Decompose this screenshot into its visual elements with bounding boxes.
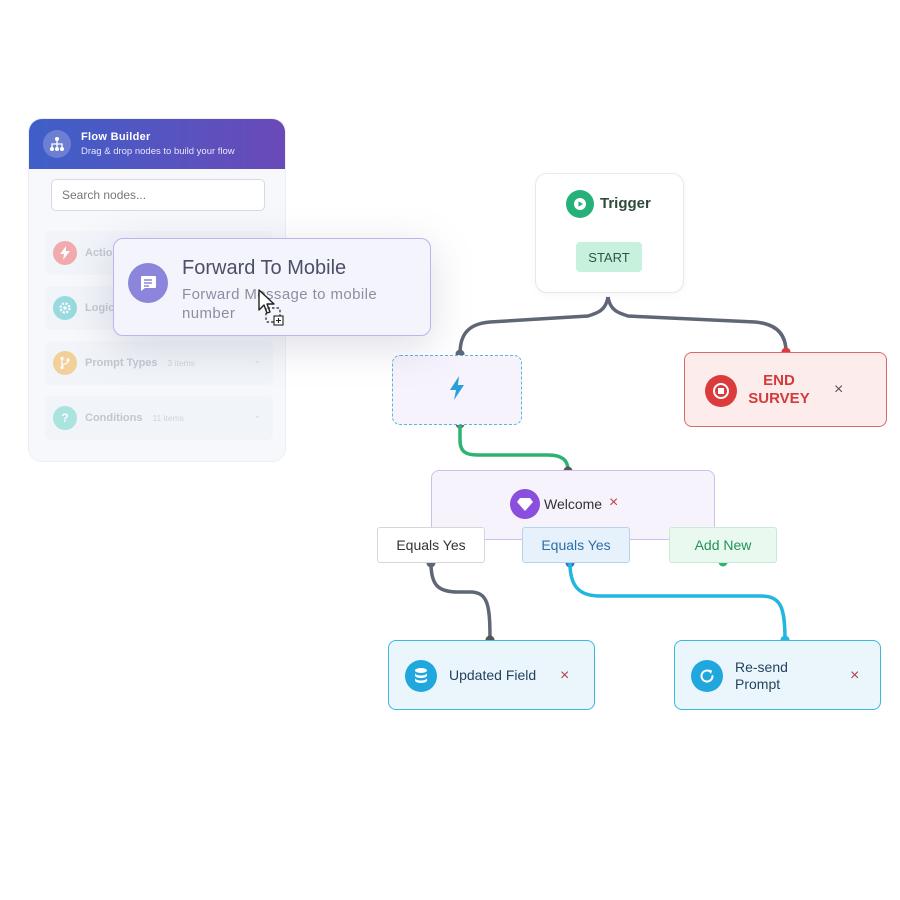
play-icon [566,190,594,218]
sitemap-icon [43,130,71,158]
action-drop-zone[interactable] [392,355,522,425]
diamond-icon [510,489,540,519]
add-new-branch-button[interactable]: Add New [669,527,777,563]
resend-prompt-label: Re-send Prompt [735,659,788,693]
category-label: Conditions [85,412,143,424]
trigger-title: Trigger [600,195,651,212]
gear-icon [53,296,77,320]
end-survey-label: END SURVEY [745,372,813,408]
panel-title: Flow Builder [81,131,151,143]
start-button[interactable]: START [576,242,642,272]
updated-field-label: Updated Field [449,667,537,683]
lightning-icon [53,241,77,265]
panel-subtitle: Drag & drop nodes to build your flow [81,146,235,157]
search-input[interactable] [51,179,265,211]
refresh-icon [691,660,723,692]
end-label-line1: END [763,372,795,389]
category-label: Logic [85,302,115,314]
close-icon[interactable]: × [850,667,860,684]
updated-field-node[interactable]: Updated Field × [388,640,595,710]
close-icon[interactable]: × [834,381,844,398]
branch-icon [53,351,77,375]
category-count: 3 items [167,358,195,368]
stop-icon [705,375,737,407]
panel-header: Flow Builder Drag & drop nodes to build … [29,119,285,169]
cursor-icon [258,289,284,326]
resend-prompt-node[interactable]: Re-send Prompt × [674,640,881,710]
close-icon[interactable]: × [560,667,570,684]
dragged-node-description: Forward Message to mobile number [182,286,378,322]
message-icon [128,263,168,303]
resend-line1: Re-send [735,659,788,675]
category-count: 11 items [152,413,184,423]
question-icon: ? [53,406,77,430]
resend-line2: Prompt [735,676,781,692]
end-survey-node[interactable]: END SURVEY × [684,352,887,427]
category-conditions[interactable]: ? Conditions 11 items ⌄ [45,396,273,440]
chevron-down-icon[interactable]: ⌄ [253,410,261,420]
database-icon [405,660,437,692]
trigger-node[interactable]: Trigger START [535,173,684,293]
lightning-icon [450,375,464,405]
branch-equals-yes-selected[interactable]: Equals Yes [522,527,630,563]
dragged-node-title: Forward To Mobile [182,257,347,279]
category-label: Prompt Types [85,357,158,369]
welcome-label: Welcome [544,496,603,512]
branch-equals-yes[interactable]: Equals Yes [377,527,485,563]
close-icon[interactable]: × [609,494,619,511]
chevron-down-icon[interactable]: ⌄ [253,355,261,365]
end-label-line2: SURVEY [748,390,810,407]
category-prompt-types[interactable]: Prompt Types 3 items ⌄ [45,341,273,385]
dragged-node-card[interactable]: Forward To Mobile Forward Message to mob… [113,238,431,336]
